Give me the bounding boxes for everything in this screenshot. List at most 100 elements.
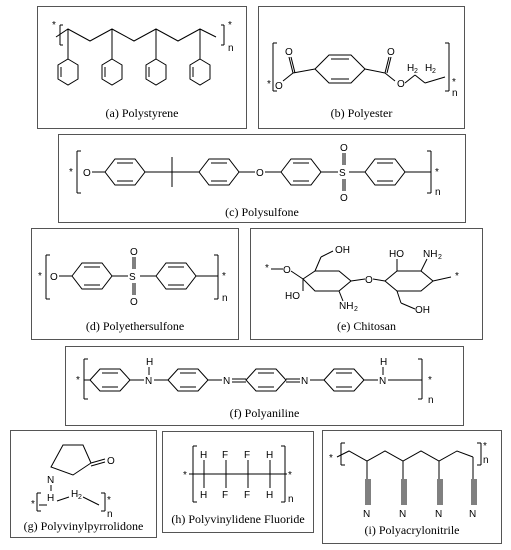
- end-star-right: *: [428, 375, 432, 386]
- ester-oxygen-left: O: [275, 81, 283, 92]
- methylene-h: H: [71, 489, 78, 500]
- end-star-left: *: [76, 375, 80, 386]
- f-bottom-2: F: [244, 490, 250, 501]
- ring2-ho: HO: [389, 249, 404, 260]
- panel-polyvinylpyrrolidone: O N H * * n H 2 (g) Polyvinylpyrrolidone: [10, 430, 157, 538]
- end-star-right: *: [288, 470, 292, 481]
- f-top-1: F: [222, 450, 228, 461]
- amine-h-1: H: [146, 357, 153, 368]
- repeat-n: n: [428, 395, 434, 406]
- chitosan-structure: * O OH HO NH 2 O HO NH 2 OH *: [265, 245, 459, 316]
- sulfone-sulfur: S: [129, 272, 136, 283]
- repeat-n: n: [435, 187, 441, 198]
- imine-n-2: N: [301, 376, 308, 387]
- end-star-left: *: [267, 79, 271, 90]
- sulfone-oxygen-bottom: O: [130, 297, 138, 308]
- caption-pvdf: (h) Polyvinylidene Fluoride: [171, 512, 305, 526]
- end-star-right: *: [222, 271, 226, 282]
- h-bottom-1: H: [200, 490, 207, 501]
- ether-oxygen: O: [50, 272, 58, 283]
- ring1-amine-sub: 2: [354, 306, 358, 313]
- h-bottom-2: H: [266, 490, 273, 501]
- pyrrolidone-n: N: [47, 475, 54, 486]
- ether-oxygen-1: O: [83, 168, 91, 179]
- panel-polyacrylonitrile: * * n N N N N (i) Polyacrylonitrile: [322, 430, 502, 544]
- repeat-n: n: [452, 88, 458, 99]
- repeat-n: n: [288, 494, 294, 505]
- sulfone-oxygen-top: O: [340, 143, 348, 154]
- polyester-structure: * * n O O O O H 2 H 2: [267, 42, 458, 99]
- repeat-n: n: [107, 509, 113, 520]
- caption-polyethersulfone: (d) Polyethersulfone: [85, 319, 185, 333]
- glycosidic-oxygen-1: O: [283, 265, 291, 276]
- end-star-right: *: [483, 441, 487, 452]
- end-star-left: *: [52, 20, 56, 31]
- panel-polystyrene: * * n (a) Polystyrene: [37, 6, 247, 129]
- methylene-sub: 2: [78, 494, 82, 501]
- repeat-n: n: [228, 43, 234, 54]
- repeat-n: n: [222, 293, 228, 304]
- methylene-h-1: H: [407, 63, 414, 74]
- ring1-ho: HO: [285, 291, 300, 302]
- panel-polysulfone: * O O S O O * n (c) Polysulfone: [58, 134, 466, 223]
- ether-oxygen-2: O: [256, 168, 264, 179]
- nitrile-n-3: N: [435, 509, 442, 520]
- end-star-left: *: [38, 271, 42, 282]
- panel-chitosan: * O OH HO NH 2 O HO NH 2 OH * (e) Chitos…: [250, 228, 483, 340]
- ring2-amine-sub: 2: [438, 254, 442, 261]
- polystyrene-structure: * * n: [52, 20, 234, 86]
- carbonyl-oxygen: O: [107, 456, 115, 467]
- panel-polyethersulfone: * O S O O * n (d) Polyethersulfone: [31, 228, 239, 340]
- caption-polysulfone: (c) Polysulfone: [225, 205, 299, 219]
- repeat-n: n: [483, 455, 489, 466]
- end-star-left: *: [329, 453, 333, 464]
- polysulfone-structure: * O O S O O * n: [69, 143, 441, 204]
- nitrile-n-4: N: [469, 509, 476, 520]
- h-top-2: H: [266, 450, 273, 461]
- ring1-amine: NH: [339, 301, 353, 312]
- nitrile-n-2: N: [399, 509, 406, 520]
- methylene-sub-1: 2: [414, 68, 418, 75]
- glycosidic-oxygen-2: O: [365, 275, 373, 286]
- nitrile-n-1: N: [363, 509, 370, 520]
- methylene-sub-2: 2: [432, 68, 436, 75]
- caption-chitosan: (e) Chitosan: [337, 319, 396, 333]
- end-star-right: *: [228, 20, 232, 31]
- pvdf-structure: * * n H H F F F F H H: [183, 445, 294, 505]
- h-top-1: H: [200, 450, 207, 461]
- sulfone-sulfur: S: [339, 168, 346, 179]
- amine-h-2: H: [380, 357, 387, 368]
- end-star-left: *: [183, 470, 187, 481]
- f-top-2: F: [244, 450, 250, 461]
- amine-n-2: N: [379, 376, 386, 387]
- end-star-left: *: [69, 167, 73, 178]
- end-star-right: *: [455, 271, 459, 282]
- hydroxymethyl-oh: OH: [335, 245, 350, 256]
- caption-polyaniline: (f) Polyaniline: [229, 406, 300, 420]
- caption-polyvinylpyrrolidone: (g) Polyvinylpyrrolidone: [23, 519, 144, 533]
- end-star-left: *: [31, 499, 35, 510]
- panel-polyester: * * n O O O O H 2 H 2 (b) Polyester: [258, 6, 465, 129]
- polyacrylonitrile-structure: * * n N N N N: [329, 441, 489, 520]
- sulfone-oxygen-top: O: [130, 247, 138, 258]
- caption-polystyrene: (a) Polystyrene: [105, 106, 179, 120]
- f-bottom-1: F: [222, 490, 228, 501]
- caption-polyacrylonitrile: (i) Polyacrylonitrile: [364, 523, 460, 537]
- ring2-oh: OH: [415, 305, 430, 316]
- imine-n-1: N: [223, 376, 230, 387]
- end-star-right: *: [107, 495, 111, 506]
- carbonyl-oxygen-left: O: [285, 47, 293, 58]
- carbonyl-oxygen-right: O: [387, 47, 395, 58]
- end-star-right: *: [435, 167, 439, 178]
- panel-polyvinylidene-fluoride: * * n H H F F F F H H (h) Polyvinylidene…: [162, 431, 314, 533]
- amine-n-1: N: [145, 376, 152, 387]
- caption-polyester: (b) Polyester: [330, 106, 393, 120]
- panel-polyaniline: * N H N N N H * n (f) Polyaniline: [65, 346, 464, 426]
- end-star-right: *: [452, 77, 456, 88]
- ring2-amine: NH: [423, 249, 437, 260]
- end-star-left: *: [265, 263, 269, 274]
- backbone-h: H: [47, 493, 54, 504]
- methylene-h-2: H: [425, 63, 432, 74]
- polyaniline-structure: * N H N N N H * n: [76, 357, 434, 406]
- polyvinylpyrrolidone-structure: O N H * * n H 2: [31, 444, 115, 520]
